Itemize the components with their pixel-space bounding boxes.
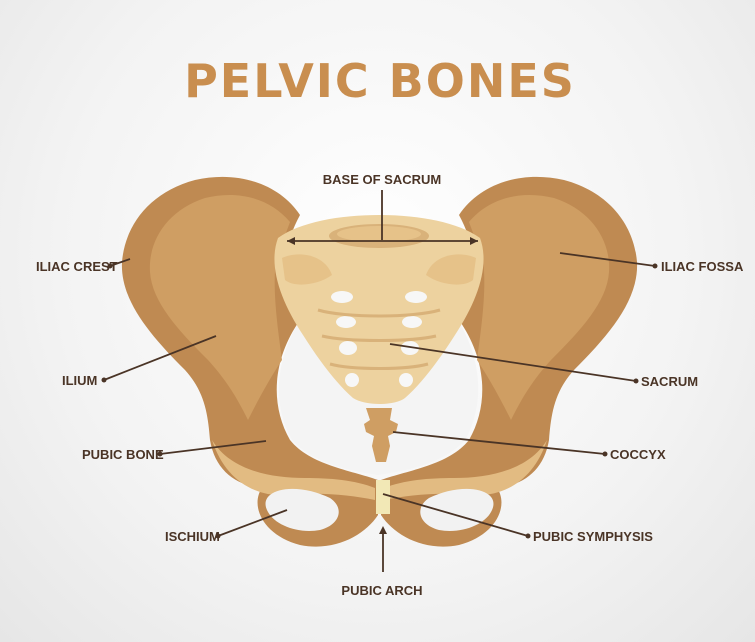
pubic-symphysis-cartilage: [376, 480, 390, 514]
label-coccyx: COCCYX: [610, 447, 666, 462]
label-iliac-fossa: ILIAC FOSSA: [661, 259, 744, 274]
pubic-arch-arrow: [379, 526, 387, 534]
pelvis-illustration: [122, 177, 637, 547]
label-sacrum: SACRUM: [641, 374, 698, 389]
page-title: PELVIC BONES: [184, 54, 576, 108]
label-ischium: ISCHIUM: [165, 529, 220, 544]
label-pubic-arch: PUBIC ARCH: [341, 583, 422, 598]
label-base-of-sacrum: BASE OF SACRUM: [323, 172, 441, 187]
sacral-base-top: [337, 226, 421, 242]
label-pubic-bone: PUBIC BONE: [82, 447, 164, 462]
label-iliac-crest: ILIAC CREST: [36, 259, 118, 274]
label-pubic-symphysis: PUBIC SYMPHYSIS: [533, 529, 653, 544]
label-ilium: ILIUM: [62, 373, 97, 388]
